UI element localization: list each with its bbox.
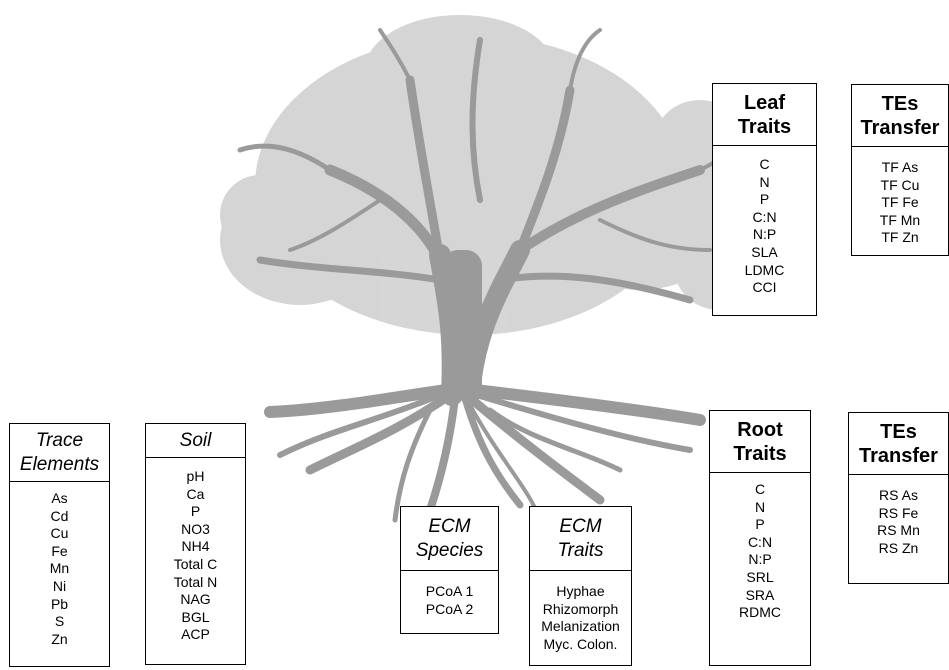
list-item: LDMC xyxy=(744,261,785,278)
list-item: TF Zn xyxy=(881,229,919,246)
list-item: CCI xyxy=(752,279,777,296)
trace-elements-box: Trace Elements As Cd Cu Fe Mn Ni Pb S Zn xyxy=(9,423,110,667)
list-item: N xyxy=(759,173,770,190)
title-line: Root xyxy=(737,418,783,441)
title-line: Traits xyxy=(733,442,787,465)
list-item: N:P xyxy=(752,226,777,243)
title-line: Traits xyxy=(557,539,604,561)
list-item: Total N xyxy=(173,573,218,590)
title-line: Transfer xyxy=(860,116,940,139)
ecm-species-title: ECM Species xyxy=(401,507,498,571)
list-item: SLA xyxy=(751,243,778,260)
list-item: ACP xyxy=(181,626,210,643)
list-item: N xyxy=(754,498,766,515)
list-item: P xyxy=(755,516,765,533)
list-item: RDMC xyxy=(739,604,781,621)
tes-transfer-leaf-box: TEs Transfer TF As TF Cu TF Fe TF Mn TF … xyxy=(851,84,949,256)
list-item: SRA xyxy=(745,586,775,603)
root-traits-title: Root Traits xyxy=(710,411,810,473)
list-item: NAG xyxy=(180,591,211,608)
list-item: RS Zn xyxy=(878,539,919,556)
list-item: C:N xyxy=(747,533,773,550)
list-item: BGL xyxy=(181,608,210,625)
title-line: Trace xyxy=(35,429,84,451)
list-item: C xyxy=(759,156,770,172)
list-item: Myc. Colon. xyxy=(543,635,618,652)
list-item: RS As xyxy=(879,487,918,503)
list-item: Cu xyxy=(50,525,69,542)
list-item: PCoA 1 xyxy=(425,583,474,599)
list-item: C:N xyxy=(752,208,777,225)
list-item: TF As xyxy=(881,159,919,175)
list-item: P xyxy=(190,503,201,520)
list-item: P xyxy=(759,191,770,208)
title-line: Traits xyxy=(737,115,792,138)
title-line: Species xyxy=(415,539,484,561)
list-item: Rhizomorph xyxy=(542,600,619,617)
list-item: RS Mn xyxy=(877,522,920,539)
list-item: Melanization xyxy=(541,618,620,635)
tes-transfer-root-title: TEs Transfer xyxy=(849,413,948,475)
tes-transfer-root-box: TEs Transfer RS As RS Fe RS Mn RS Zn xyxy=(848,412,949,584)
list-item: TF Fe xyxy=(881,194,919,211)
title-line: Transfer xyxy=(859,444,938,467)
list-item: TF Cu xyxy=(880,176,920,193)
list-item: Fe xyxy=(51,542,68,559)
list-item: pH xyxy=(186,468,205,484)
tree-trunk xyxy=(442,250,482,400)
title-line: ECM xyxy=(559,515,602,537)
list-item: PCoA 2 xyxy=(425,600,474,617)
list-item: Total C xyxy=(173,555,218,572)
soil-box: Soil pH Ca P NO3 NH4 Total C Total N NAG… xyxy=(145,423,246,665)
ecm-species-box: ECM Species PCoA 1 PCoA 2 xyxy=(400,506,499,634)
list-item: N:P xyxy=(748,551,772,568)
list-item: Hyphae xyxy=(556,583,605,599)
leaf-traits-box: Leaf Traits C N P C:N N:P SLA LDMC CCI xyxy=(712,83,817,316)
list-item: SRL xyxy=(746,568,774,585)
list-item: Zn xyxy=(51,630,68,647)
list-item: RS Fe xyxy=(878,504,919,521)
list-item: As xyxy=(51,490,68,506)
trace-elements-title: Trace Elements xyxy=(10,424,109,482)
soil-title: Soil xyxy=(146,424,245,458)
list-item: Mn xyxy=(49,560,70,577)
ecm-traits-box: ECM Traits Hyphae Rhizomorph Melanizatio… xyxy=(529,506,632,666)
ecm-traits-title: ECM Traits xyxy=(530,507,631,571)
tes-transfer-leaf-title: TEs Transfer xyxy=(852,85,948,147)
root-traits-box: Root Traits C N P C:N N:P SRL SRA RDMC xyxy=(709,410,811,666)
list-item: Ni xyxy=(52,577,67,594)
title-line: TEs xyxy=(880,420,917,443)
tree-roots xyxy=(264,384,706,523)
list-item: Ca xyxy=(186,485,205,502)
title-line: Elements xyxy=(19,453,100,475)
list-item: Cd xyxy=(50,507,69,524)
title-line: Leaf xyxy=(743,91,786,114)
title-line: Soil xyxy=(179,429,212,451)
list-item: S xyxy=(54,613,65,630)
list-item: C xyxy=(754,481,766,497)
title-line: ECM xyxy=(428,515,471,537)
title-line: TEs xyxy=(881,92,919,115)
leaf-traits-title: Leaf Traits xyxy=(713,84,816,146)
list-item: Pb xyxy=(50,595,69,612)
list-item: TF Mn xyxy=(879,211,921,228)
list-item: NO3 xyxy=(181,520,210,537)
list-item: NH4 xyxy=(181,538,210,555)
